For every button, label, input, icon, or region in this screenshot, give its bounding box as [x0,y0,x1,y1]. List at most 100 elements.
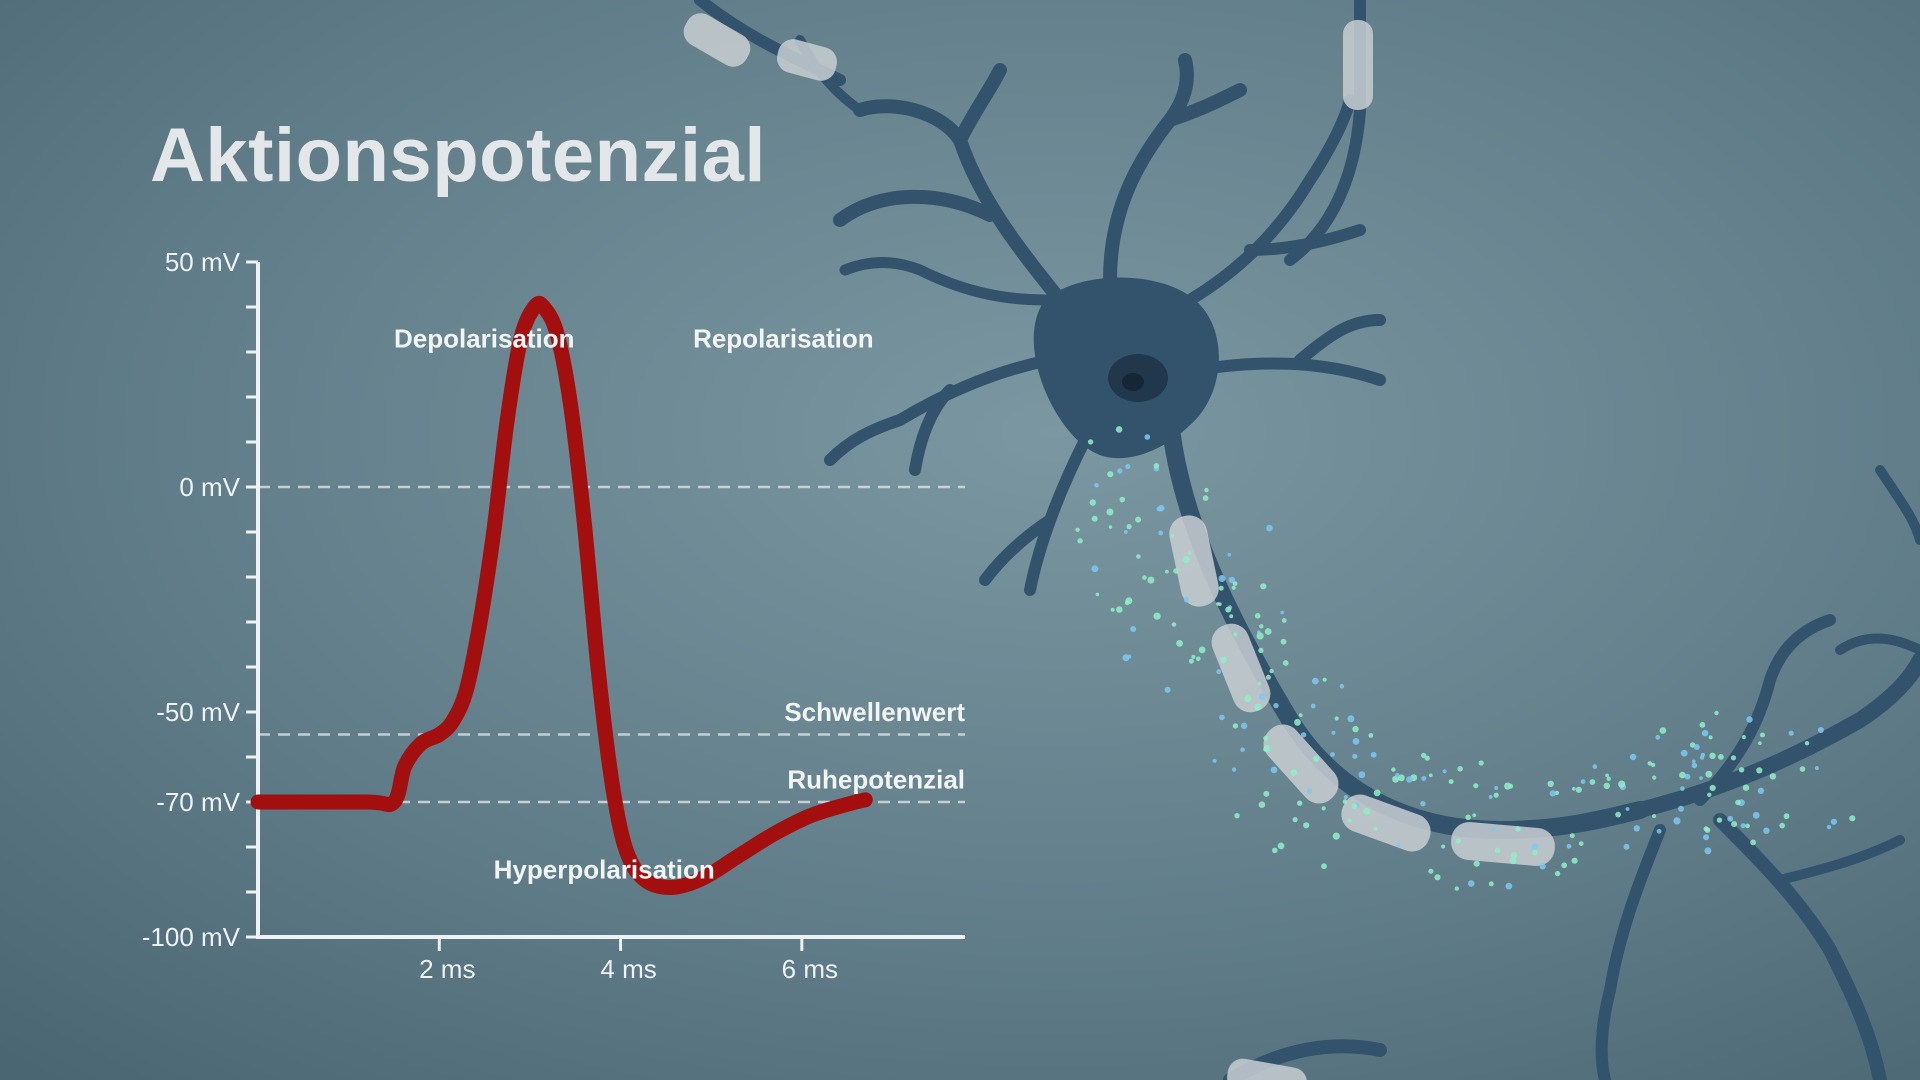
y-tick-label: -70 mV [156,787,240,817]
ion-dot [1709,784,1716,792]
ion-dot [1110,607,1115,612]
ion-dot [1652,814,1657,819]
ion-dot [1673,817,1681,825]
ion-dot [1473,783,1479,789]
annotation-label: Depolarisation [394,324,575,354]
ion-dot [1264,628,1272,635]
y-tick-label: 0 mV [179,472,240,502]
y-tick-label: 50 mV [165,247,241,277]
ion-dot [1273,702,1279,709]
ion-dot [1684,773,1691,780]
ion-dot [1699,722,1706,728]
ion-dot [1629,753,1637,761]
ion-dot [1478,760,1484,766]
ion-dot [1240,747,1245,752]
ion-dot [1183,597,1190,603]
ion-dot [1218,575,1226,582]
ion-dot [1123,530,1128,534]
ion-dot [1232,581,1238,586]
ion-dot [1561,862,1568,869]
ion-dot [1108,525,1113,529]
ion-dot [1231,585,1236,590]
ion-dot [1322,677,1327,682]
ion-dot [1615,811,1621,818]
ion-dot [1652,775,1657,780]
ion-dot [1233,632,1238,637]
ion-dot [1603,782,1611,789]
ion-dot [1290,769,1298,776]
ion-dot [1473,860,1480,867]
ion-dot [1171,622,1177,627]
ion-dot [1700,752,1706,758]
ion-dot [1707,792,1712,797]
annotation-label: Ruhepotenzial [787,765,965,795]
ion-dot [1256,632,1264,640]
ion-dot [1343,795,1348,800]
ion-dot [1618,780,1626,788]
ion-dot [1428,773,1433,778]
chart-axes [256,262,965,939]
ion-dot [1196,656,1201,661]
ion-dot [1680,786,1685,791]
ion-dot [1228,576,1236,584]
ion-dot [1204,487,1209,493]
ion-dot [1332,832,1340,840]
ion-dot [1455,838,1461,844]
ion-dot [1234,813,1240,819]
ion-dot [1746,716,1753,723]
ion-dot [1330,752,1335,757]
ion-dot [1116,606,1123,613]
annotation-label: Hyperpolarisation [494,855,715,885]
ion-dot [1783,813,1790,820]
ion-dot [1158,530,1164,536]
ion-dot [1589,779,1596,785]
ion-dot [1817,727,1824,733]
ion-dot [1691,759,1696,764]
ion-dot [1709,752,1716,759]
ion-dot [1465,814,1471,821]
ion-dot [1125,597,1133,605]
ion-dot [1280,610,1285,615]
ion-dot [1495,847,1501,853]
ion-dot [1265,674,1271,680]
x-tick-label: 2 ms [419,954,475,984]
ion-dot [1699,776,1703,780]
ion-dot [1229,614,1234,619]
ion-dot [1738,767,1745,773]
ion-dot [1740,823,1746,829]
ion-dot [1266,524,1273,532]
ion-dot [1510,852,1518,859]
ion-dot [1678,805,1684,812]
ion-dot [1575,786,1582,793]
ion-dot [1370,751,1377,758]
ion-dot [1091,565,1099,573]
ion-dot [1334,716,1339,721]
ion-dot [1745,823,1750,829]
ion-dot [1130,626,1137,632]
ion-dot [1135,516,1142,523]
ion-dot [1107,471,1114,478]
ion-dot [1126,524,1132,530]
ion-dot [1705,770,1713,778]
ion-dot [1508,783,1514,789]
ion-dot [1310,703,1316,709]
ion-dot [1757,787,1765,794]
ion-dot [1421,752,1427,759]
ion-dot [1580,779,1586,784]
ion-dot [1799,766,1806,772]
ion-dot [1277,842,1285,850]
ion-dot [1515,826,1521,832]
ion-dot [1227,552,1232,557]
ion-dot [1760,732,1765,738]
x-tick-label: 4 ms [600,954,656,984]
ion-dot [1153,463,1160,469]
ion-dot [1077,538,1083,544]
ion-dot [1804,741,1810,746]
ion-dot [1491,827,1496,832]
ion-dot [1680,749,1688,757]
ion-dot [1505,882,1513,890]
ion-dot [1173,568,1179,574]
ion-dot [1142,575,1147,580]
